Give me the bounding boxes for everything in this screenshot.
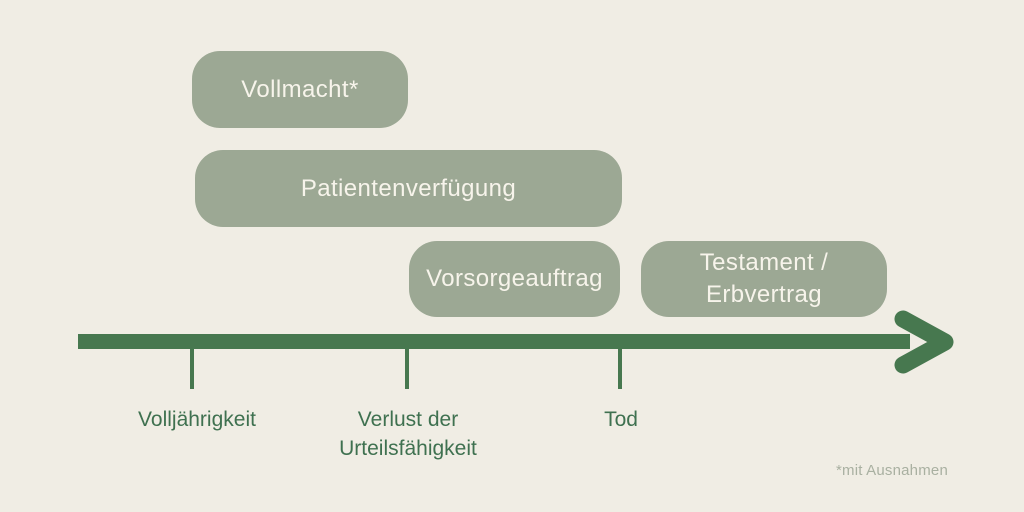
event-label-volljaehrigkeit: Volljährigkeit (138, 408, 256, 431)
document-box-patientenverfuegung: Patientenverfügung (195, 150, 622, 227)
event-label-urteilsunfaehigkeit: Verlust der Urteilsfähigkeit (339, 408, 477, 460)
document-box-label: Testament / Erbvertrag (699, 249, 829, 308)
document-box-label: Vorsorgeauftrag (426, 265, 603, 293)
timeline-axis (78, 334, 910, 349)
timeline-tick-volljaehrigkeit (190, 349, 194, 389)
document-box-vollmacht: Vollmacht* (192, 51, 408, 128)
timeline-tick-tod (618, 349, 622, 389)
event-label-tod: Tod (604, 408, 638, 431)
document-box-label: Patientenverfügung (300, 174, 517, 202)
document-box-vorsorgeauftrag: Vorsorgeauftrag (409, 241, 620, 317)
footnote-text: *mit Ausnahmen (835, 462, 948, 479)
arrow-right-icon (894, 310, 954, 374)
timeline-tick-urteilsunfaehigkeit (405, 349, 409, 389)
document-box-testament-erbvertrag: Testament / Erbvertrag (641, 241, 887, 317)
document-box-label: Vollmacht* (241, 75, 359, 103)
